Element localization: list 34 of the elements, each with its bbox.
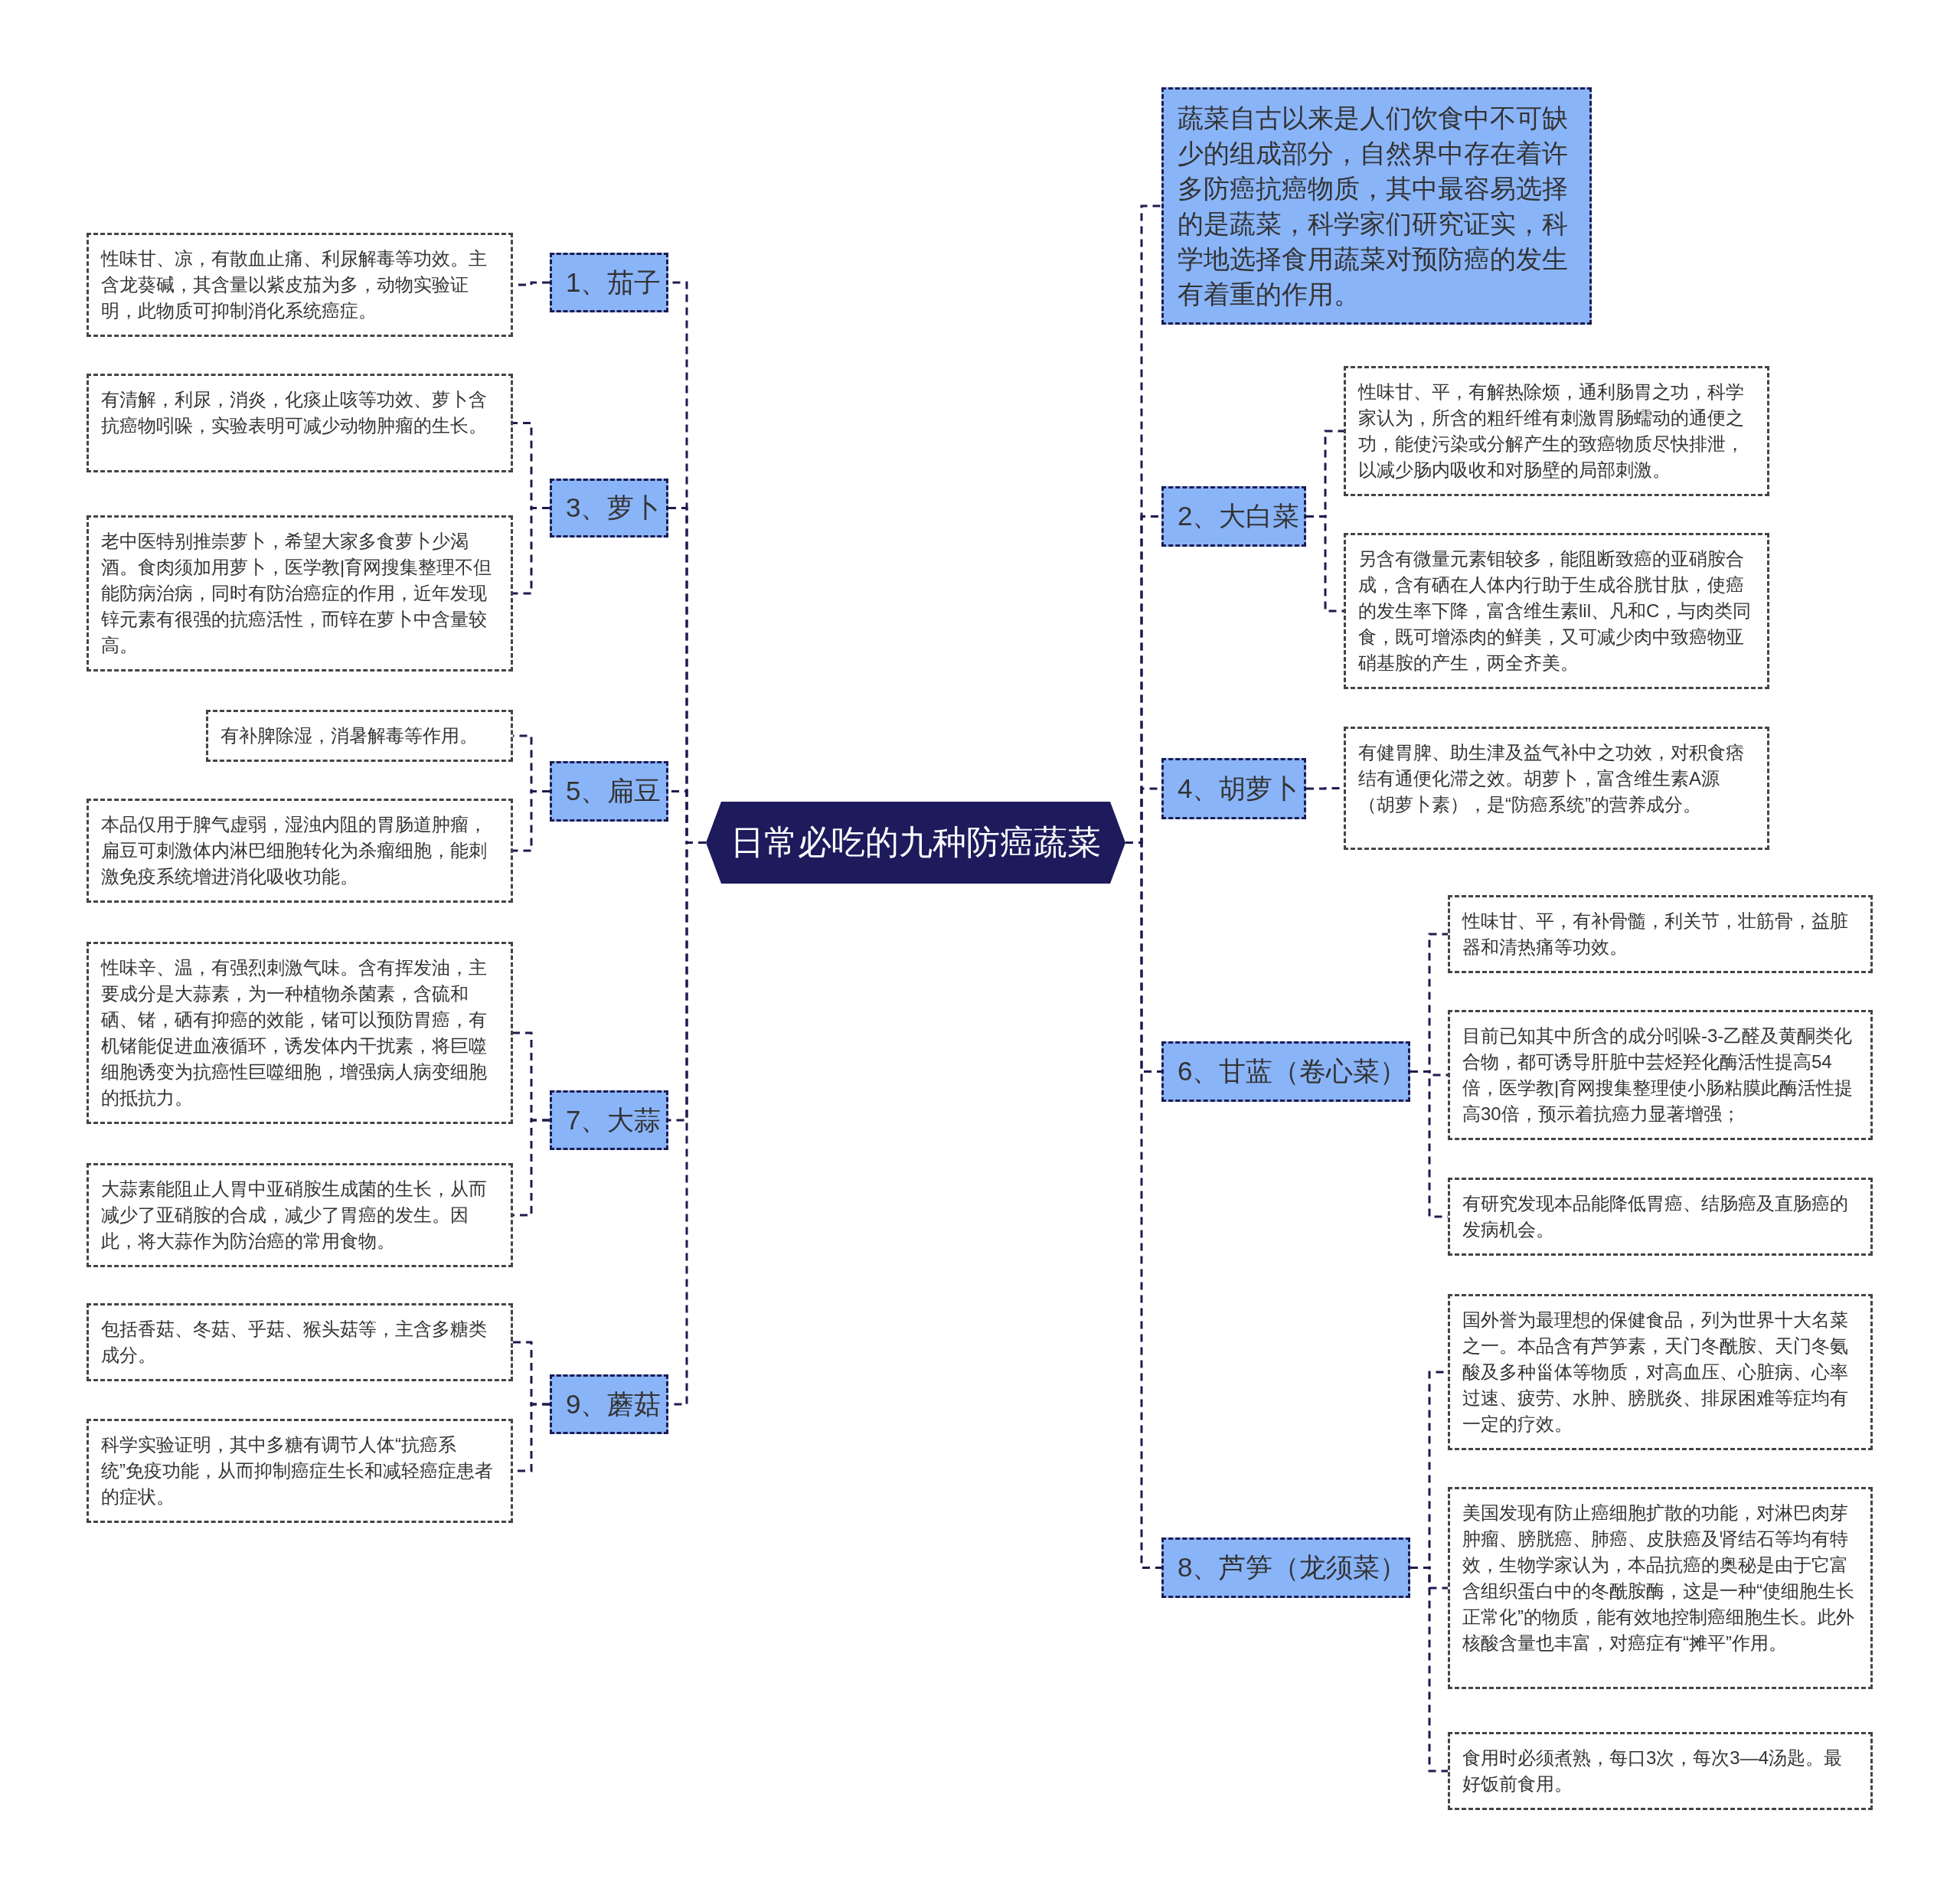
note-box: 性味甘、凉，有散血止痛、利尿解毒等功效。主含龙葵碱，其含量以紫皮茄为多，动物实验证明，此物质可抑制消化系统癌症。 xyxy=(87,233,513,337)
topic-box: 5、扁豆 xyxy=(550,761,668,822)
note-box: 包括香菇、冬菇、乎菇、猴头菇等，主含多糖类成分。 xyxy=(87,1303,513,1381)
note-box: 性味辛、温，有强烈刺激气味。含有挥发油，主要成分是大蒜素，为一种植物杀菌素，含硫和硒、锗，硒有抑癌的效能，锗可以预防胃癌，有机锗能促进血液循环，诱发体内干扰素，将巨噬细胞诱变为抗癌性巨噬细胞，增强病人病变细胞的抵抗力。 xyxy=(87,942,513,1124)
connector-line xyxy=(1410,1567,1448,1773)
connector-line xyxy=(1306,515,1344,613)
note-box: 大蒜素能阻止人胃中亚硝胺生成菌的生长，从而减少了亚硝胺的合成，减少了胃癌的发生。因此，将大蒜作为防治癌的常用食物。 xyxy=(87,1163,513,1267)
topic-box: 4、胡萝卜 xyxy=(1161,758,1306,819)
connector-line xyxy=(513,790,550,852)
note-box: 本品仅用于脾气虚弱，湿浊内阻的胃肠道肿瘤，扁豆可刺激体内淋巴细胞转化为杀瘤细胞，能刺激免疫系统增进消化吸收功能。 xyxy=(87,799,513,903)
topic-box: 2、大白菜 xyxy=(1161,486,1306,547)
topic-box: 9、蘑菇 xyxy=(550,1374,668,1434)
note-box: 科学实验证明，其中多糖有调节人体“抗癌系统”免疫功能，从而抑制癌症生长和减轻癌症患者的症状。 xyxy=(87,1419,513,1523)
note-box: 有研究发现本品能降低胃癌、结肠癌及直肠癌的发病机会。 xyxy=(1448,1178,1873,1256)
topic-box: 6、甘蓝（卷心菜） xyxy=(1161,1041,1410,1102)
intro-box: 蔬菜自古以来是人们饮食中不可缺少的组成部分，自然界中存在着许多防癌抗癌物质，其中最容易选择的是蔬菜，科学家们研究证实，科学地选择食用蔬菜对预防癌的发生有着重的作用。 xyxy=(1161,87,1592,325)
note-box: 性味甘、平，有解热除烦，通利肠胃之功，科学家认为，所含的粗纤维有刺激胃肠蠕动的通便之功，能使污染或分解产生的致癌物质尽快排泄，以减少肠内吸收和对肠壁的局部刺激。 xyxy=(1344,366,1769,496)
note-box: 性味甘、平，有补骨髓，利关节，壮筋骨，益脏器和清热痛等功效。 xyxy=(1448,895,1873,973)
topic-box: 3、萝卜 xyxy=(550,479,668,538)
note-box: 有补脾除湿，消暑解毒等作用。 xyxy=(206,710,513,762)
note-box: 国外誉为最理想的保健食品，列为世界十大名菜之一。本品含有芦笋素，天门冬酰胺、天门冬氨酸及多种甾体等物质，对高血压、心脏病、心率过速、疲劳、水肿、膀胱炎、排尿困难等症均有一定的疗效。 xyxy=(1448,1294,1873,1450)
central-topic: 日常必吃的九种防癌蔬菜 xyxy=(706,802,1125,884)
note-box: 老中医特别推崇萝卜，希望大家多食萝卜少渴酒。食肉须加用萝卜，医学教|育网搜集整理不但能防病治病，同时有防治癌症的作用，近年发现锌元素有很强的抗癌活性，而锌在萝卜中含量较高。 xyxy=(87,515,513,672)
note-box: 食用时必须煮熟，每口3次，每次3—4汤匙。最好饭前食用。 xyxy=(1448,1732,1873,1810)
note-box: 有清解，利尿，消炎，化痰止咳等功效、萝卜含抗癌物吲哚，实验表明可减少动物肿瘤的生长。 xyxy=(87,374,513,472)
connector-line xyxy=(513,507,550,595)
topic-box: 7、大蒜 xyxy=(550,1090,668,1150)
topic-box: 8、芦笋（龙须菜） xyxy=(1161,1537,1410,1598)
connector-line xyxy=(513,1119,550,1217)
note-box: 有健胃脾、助生津及益气补中之功效，对积食痞结有通便化滞之效。胡萝卜，富含维生素A源（胡萝卜素），是“防癌系统”的营养成分。 xyxy=(1344,727,1769,850)
note-box: 目前已知其中所含的成分吲哚-3-乙醛及黄酮类化合物，都可诱导肝脏中芸烃羟化酶活性提高54倍，医学教|育网搜集整理使小肠粘膜此酶活性提高30倍，预示着抗癌力显著增强； xyxy=(1448,1010,1873,1140)
note-box: 另含有微量元素钼较多，能阻断致癌的亚硝胺合成，含有硒在人体内行助于生成谷胱甘肽，使癌的发生率下降，富含维生素lil、凡和C，与肉类同食，既可增添肉的鲜美，又可减少肉中致癌物亚硝基胺的产生，两全齐美。 xyxy=(1344,533,1769,689)
note-box: 美国发现有防止癌细胞扩散的功能，对淋巴肉芽肿瘤、膀胱癌、肺癌、皮肤癌及肾结石等均有特效，生物学家认为，本品抗癌的奥秘是由于它富含组织蛋白中的冬酰胺酶，这是一种“使细胞生长正常化”的物质，能有效地控制癌细胞生长。此外核酸含量也丰富，对癌症有“摊平”作用。 xyxy=(1448,1487,1873,1689)
topic-box: 1、茄子 xyxy=(550,253,668,312)
